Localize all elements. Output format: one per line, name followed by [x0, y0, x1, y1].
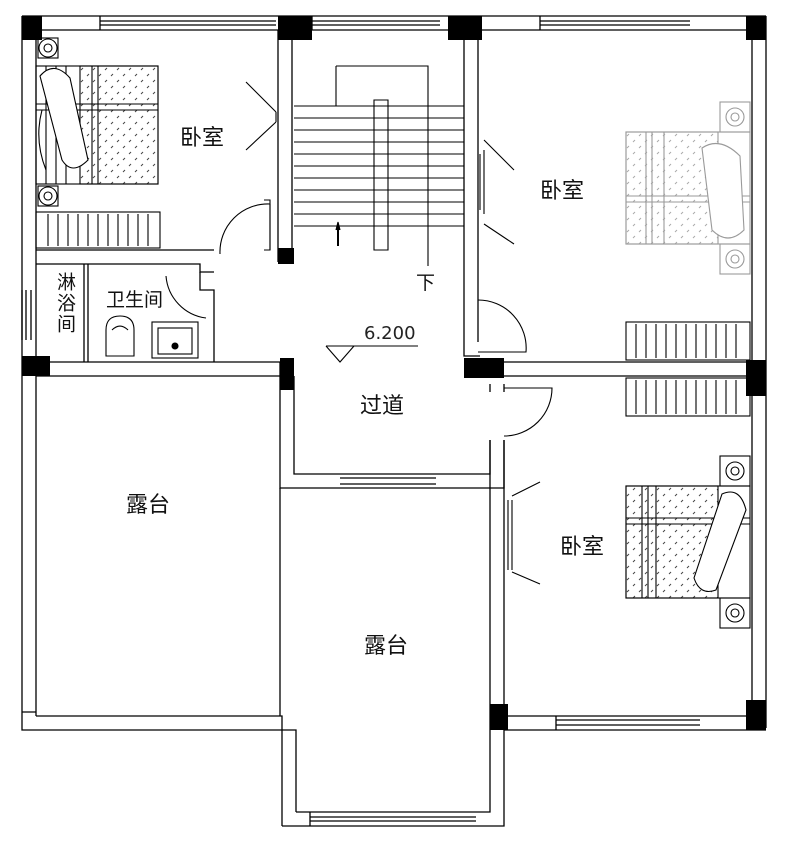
- bedroom-se-door-jamb: [489, 384, 505, 392]
- bathroom-fixtures: [105, 315, 199, 359]
- corridor-east-wall: [436, 440, 505, 489]
- outer-wall-south-west-inner: [21, 712, 297, 812]
- room-label-bedroom-se: 卧室: [560, 535, 605, 560]
- outer-wall-south: [282, 716, 505, 827]
- bedroom-ne-south-wall: [466, 361, 752, 377]
- room-label-shower: 淋浴间: [54, 272, 76, 335]
- staircase: [294, 65, 464, 266]
- elevation-label: 6.200: [364, 323, 416, 344]
- doors: [165, 81, 553, 585]
- room-label-bedroom-ne: 卧室: [540, 179, 585, 204]
- wardrobes: [625, 321, 751, 417]
- window-south-terrace: [309, 812, 476, 826]
- room-label-bedroom-nw: 卧室: [180, 126, 225, 151]
- bathroom-south-wall: [36, 361, 280, 377]
- bed-nw: [35, 37, 161, 249]
- window-north-right: [539, 16, 690, 30]
- room-label-bathroom: 卫生间: [106, 289, 164, 311]
- door-bathroom: [165, 275, 207, 319]
- outer-wall-south-west: [22, 711, 283, 826]
- room-label-corridor: 过道: [360, 394, 405, 419]
- corridor-top-east: [463, 300, 480, 357]
- door-bedroom-nw: [219, 203, 271, 255]
- door-bedroom-nw-bar: [264, 199, 271, 251]
- stair-wall-east: [463, 30, 479, 300]
- window-north-left: [99, 16, 276, 30]
- window-south-east: [555, 716, 700, 730]
- bedroom-nw-wall: [36, 249, 214, 273]
- bathroom-partition: [83, 264, 89, 362]
- sink: [151, 321, 199, 359]
- window-west-shower: [21, 290, 32, 340]
- window-north-stair: [311, 16, 440, 30]
- elevation-marker: [325, 345, 418, 363]
- bathroom-east-wall: [199, 272, 215, 362]
- door-bedroom-se: [503, 387, 553, 437]
- bed-ne: [625, 101, 751, 275]
- stair-direction-label: 下: [416, 272, 436, 294]
- outer-wall-se: [490, 715, 766, 731]
- columns: [22, 16, 766, 730]
- toilet: [105, 315, 135, 357]
- corridor-sliding-door: [340, 473, 436, 489]
- room-label-terrace-west: 露台: [126, 493, 171, 518]
- bed-se: [625, 455, 751, 629]
- door-bedroom-ne: [477, 299, 527, 353]
- bedroom-se-west-wall: [489, 440, 505, 730]
- stair-wall-west: [277, 30, 293, 262]
- outer-wall-north: [22, 15, 766, 31]
- room-label-terrace-south: 露台: [364, 634, 409, 659]
